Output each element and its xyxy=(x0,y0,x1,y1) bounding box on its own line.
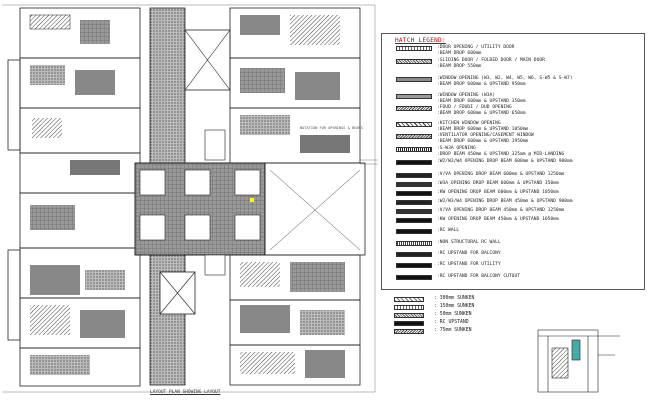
legend-swatch xyxy=(396,229,432,234)
legend-line: :NON STRUCTURAL RC WALL xyxy=(437,240,501,245)
legend-text: :DOOR OPENING / UTILITY DOOR:BEAM DROP 6… xyxy=(437,45,514,56)
legend-swatch xyxy=(396,106,432,111)
legend-line: :BEAM DROP 600mm & UPSTAND 1050mm xyxy=(437,126,529,132)
legend-text: :WINDOW OPENING (W3A):BEAM DROP 600mm & … xyxy=(437,93,526,104)
legend-text: :V/VA OPENING DROP BEAM 450mm & UPSTAND … xyxy=(437,208,564,214)
sunken-swatch xyxy=(394,329,424,334)
legend-line: :RC UPSTAND FOR UTILITY xyxy=(437,262,501,267)
legend-line: :W2/W3/W4 OPENING DROP BEAM 600mm & UPST… xyxy=(437,159,573,164)
legend-swatch xyxy=(396,94,432,99)
legend-line: :WINDOW OPENING (W3, W2, W4, W5, W6, S-W… xyxy=(437,76,573,81)
sunken-swatch xyxy=(394,305,424,310)
legend-line: :V/VA OPENING DROP BEAM 600mm & UPSTAND … xyxy=(437,172,565,177)
legend-swatch xyxy=(396,241,432,246)
legend-swatch xyxy=(396,218,432,223)
legend-text: :W2/W3/W4 OPENING DROP BEAM 600mm & UPST… xyxy=(437,159,573,165)
legend-text: :KW OPENING DROP BEAM 600mm & UPSTAND 10… xyxy=(437,190,559,196)
legend-line: :FOUD / FDUDI / DUD OPENING xyxy=(437,105,512,110)
legend-text: :WINDOW OPENING (W3, W2, W4, W5, W6, S-W… xyxy=(437,76,573,87)
legend-text: :KITCHEN WINDOW OPENING:BEAM DROP 600mm … xyxy=(437,121,528,132)
notation-note: NOTATION FOR OPENINGS & BEAMS xyxy=(300,126,363,130)
legend-line: :KW OPENING DROP BEAM 450mm & UPSTAND 10… xyxy=(437,217,559,222)
legend-swatch xyxy=(396,160,432,165)
central-core xyxy=(134,7,266,386)
legend-line: :KW OPENING DROP BEAM 600mm & UPSTAND 10… xyxy=(437,190,559,195)
legend-text: :RC UPSTAND FOR BALCONY xyxy=(437,251,501,257)
legend-swatch xyxy=(396,173,432,178)
right-hatch-fills xyxy=(240,15,350,378)
sunken-swatch xyxy=(394,297,424,302)
legend-swatch xyxy=(396,134,432,139)
legend-line: :BEAM DROP 600mm xyxy=(437,50,482,56)
legend-line: :WINDOW OPENING (W3A) xyxy=(437,93,496,98)
legend-line: :KITCHEN WINDOW OPENING xyxy=(437,121,501,126)
legend-line: :BEAM DROP 600mm & UPSTAND 350mm xyxy=(437,98,526,104)
sunken-row: : RC UPSTAND xyxy=(394,320,524,328)
legend-text: :FOUD / FDUDI / DUD OPENING:BEAM DROP 60… xyxy=(437,105,526,116)
legend-swatch xyxy=(396,59,432,64)
sunken-label: : 50mm SUNKEN xyxy=(434,312,472,317)
legend-line: :BEAM DROP 600mm & UPSTAND 950mm xyxy=(437,81,526,87)
sunken-swatch xyxy=(394,321,424,326)
legend-text: :SLIDING DOOR / FOLDED DOOR / MAIN DOOR:… xyxy=(437,58,545,69)
legend-swatch xyxy=(396,122,432,127)
legend-line: :RC UPSTAND FOR BALCONY xyxy=(437,251,501,256)
legend-title: HATCH LEGEND: xyxy=(395,37,446,44)
sunken-row: : 150mm SUNKEN xyxy=(394,304,524,312)
legend-line: :DROP BEAM 450mm & UPSTAND 325mm @ MID-L… xyxy=(437,151,565,157)
legend-line: :SLIDING DOOR / FOLDED DOOR / MAIN DOOR xyxy=(437,58,545,63)
sunken-row: : 50mm SUNKEN xyxy=(394,312,524,320)
legend-swatch xyxy=(396,209,432,214)
dimension-lines xyxy=(2,4,378,393)
sunken-label: : RC UPSTAND xyxy=(434,320,469,325)
legend-line: :W3A OPENING DROP BEAM 600mm & UPSTAND 3… xyxy=(437,181,559,186)
sunken-label: : 150mm SUNKEN xyxy=(434,304,475,309)
legend-text: :W3A OPENING DROP BEAM 600mm & UPSTAND 3… xyxy=(437,181,559,187)
right-open-void xyxy=(269,169,361,251)
legend-text: :S-W3A OPENING:DROP BEAM 450mm & UPSTAND… xyxy=(437,146,564,157)
legend-text: :RC UPSTAND FOR UTILITY xyxy=(437,262,501,268)
legend-swatch xyxy=(396,252,432,257)
legend-text: :NON STRUCTURAL RC WALL xyxy=(437,240,501,246)
sunken-row: : 300mm SUNKEN xyxy=(394,296,524,304)
legend-line: :V/VA OPENING DROP BEAM 450mm & UPSTAND … xyxy=(437,208,565,213)
hatch-legend: HATCH LEGEND: :DOOR OPENING / UTILITY DO… xyxy=(381,33,645,290)
legend-text: :KW OPENING DROP BEAM 450mm & UPSTAND 10… xyxy=(437,217,559,223)
sunken-swatch xyxy=(394,313,424,318)
legend-line: :S-W3A OPENING xyxy=(437,146,476,151)
legend-line: :RC UPSTAND FOR BALCONY CUTOUT xyxy=(437,274,520,279)
legend-swatch xyxy=(396,147,432,152)
legend-swatch xyxy=(396,77,432,82)
legend-line: :W2/W3/W4 OPENING DROP BEAM 450mm & UPST… xyxy=(437,199,573,204)
legend-swatch xyxy=(396,191,432,196)
legend-text: :VENTILATOR OPENING/CASEMENT WINDOW:BEAM… xyxy=(437,133,534,144)
legend-swatch xyxy=(396,182,432,187)
legend-line: :RC WALL xyxy=(437,228,460,233)
section-detail xyxy=(537,329,620,393)
legend-text: :W2/W3/W4 OPENING DROP BEAM 450mm & UPST… xyxy=(437,199,573,205)
legend-line: :DOOR OPENING / UTILITY DOOR xyxy=(437,45,515,50)
sunken-label: : 75mm SUNKEN xyxy=(434,328,472,333)
legend-line: :BEAM DROP 600mm & UPSTAND 1950mm xyxy=(437,138,529,144)
legend-swatch xyxy=(396,200,432,205)
legend-swatch xyxy=(396,46,432,51)
legend-swatch xyxy=(396,275,432,280)
legend-swatch xyxy=(396,263,432,268)
legend-text: :RC UPSTAND FOR BALCONY CUTOUT xyxy=(437,274,520,280)
legend-line: :BEAM DROP 600mm & UPSTAND 650mm xyxy=(437,110,526,116)
legend-text: :V/VA OPENING DROP BEAM 600mm & UPSTAND … xyxy=(437,172,564,178)
drawing-title: LAYOUT PLAN SHOWING LAYOUT xyxy=(150,390,221,395)
legend-line: :VENTILATOR OPENING/CASEMENT WINDOW xyxy=(437,133,534,138)
sunken-row: : 75mm SUNKEN xyxy=(394,328,524,336)
legend-line: :BEAM DROP 550mm xyxy=(437,63,482,69)
right-wing xyxy=(229,7,366,386)
sunken-label: : 300mm SUNKEN xyxy=(434,296,475,301)
legend-text: :RC WALL xyxy=(437,228,459,234)
left-hatch-fills xyxy=(29,14,125,375)
